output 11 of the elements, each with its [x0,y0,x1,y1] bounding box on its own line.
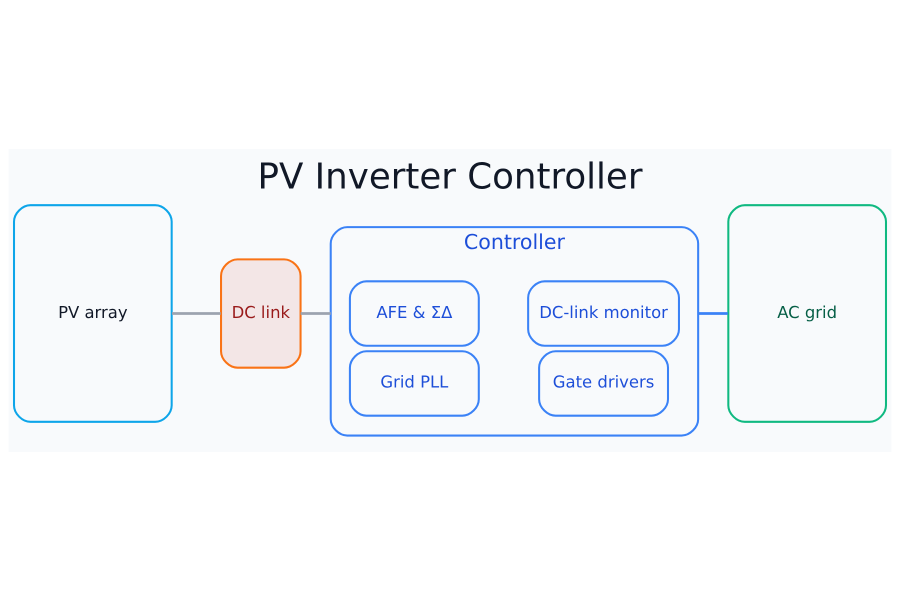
node-box: PV array [12,204,173,422]
node-box: Grid PLL [348,350,480,416]
node-box: Gate drivers [538,350,670,416]
node-box: DC-link monitor [527,280,680,346]
node-box: AFE & ΣΔ [348,280,480,346]
connector [300,312,331,314]
connector [698,312,728,314]
node-box: DC link [220,258,302,368]
diagram-title: PV Inverter Controller [257,156,643,197]
connector [172,312,221,314]
node-box: AC grid [727,204,888,422]
